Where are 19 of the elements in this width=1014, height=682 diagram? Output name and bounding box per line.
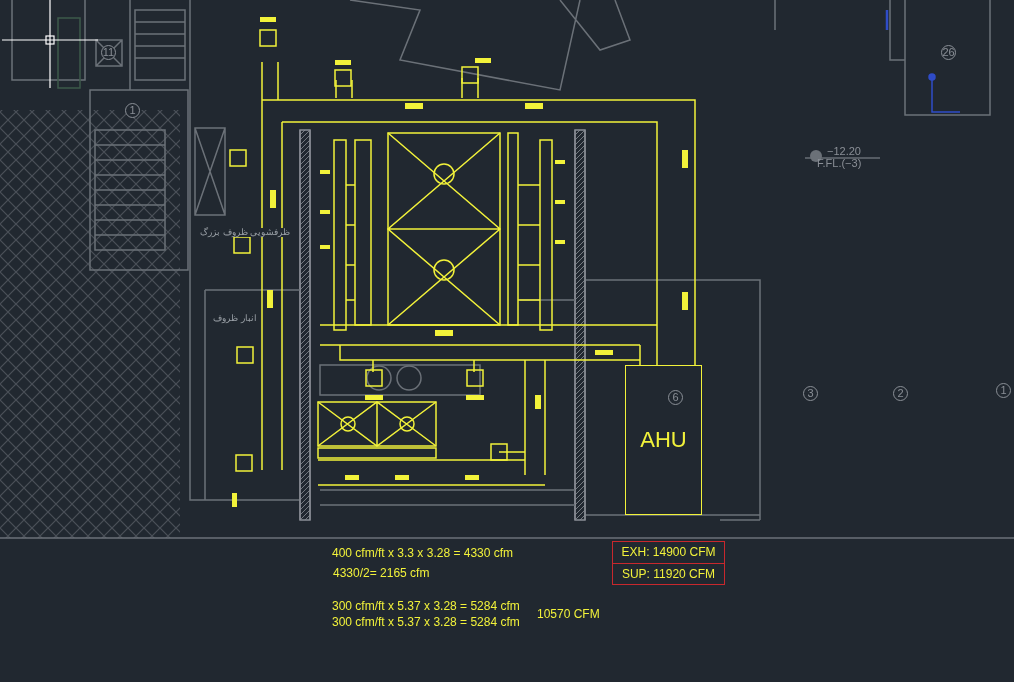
total-text: 10570 CFM [537, 608, 600, 620]
level-mark: F.FL.(−3) [817, 158, 862, 169]
airflow-value: EXH: 14900 CFM [621, 546, 716, 559]
unit-label: AHU [640, 429, 687, 451]
calculation-text: 300 cfm/ft x 5.37 x 3.28 = 5284 cfm [332, 600, 520, 612]
airflow-value: SUP: 11920 CFM [621, 567, 716, 580]
room-label: ظرفشویی ظروف بزرگ [200, 228, 290, 237]
level-mark: −12.20 [827, 146, 861, 157]
grid-bubble: 3 [803, 386, 818, 401]
grid-bubble: 1 [996, 383, 1011, 398]
airflow-summary-box [612, 541, 725, 585]
grid-bubble: 2 [893, 386, 908, 401]
calculation-text: 300 cfm/ft x 5.37 x 3.28 = 5284 cfm [332, 616, 520, 628]
room-number: 6 [668, 390, 683, 405]
calculation-text: 400 cfm/ft x 3.3 x 3.28 = 4330 cfm [332, 547, 514, 559]
calculation-text: 4330/2= 2165 cfm [333, 567, 430, 579]
air-handling-unit-box [625, 365, 702, 515]
room-label: انبار ظروف [213, 314, 257, 323]
room-number: 26 [941, 45, 956, 60]
